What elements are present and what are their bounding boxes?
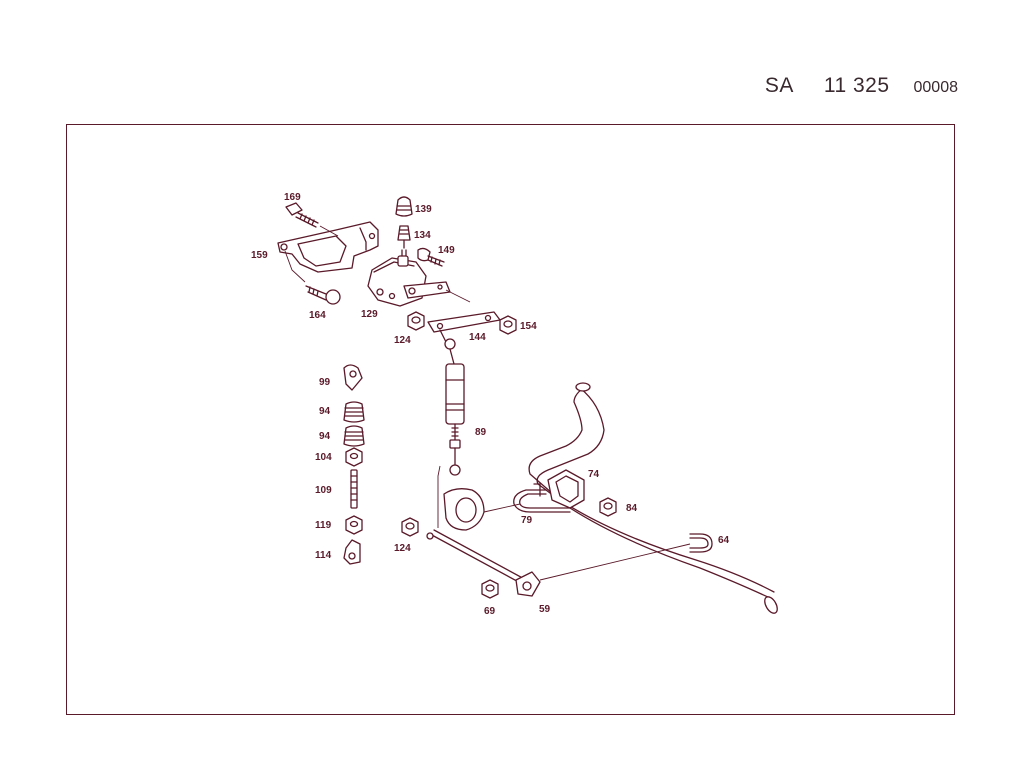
header-group-number: 11 325 bbox=[823, 74, 890, 97]
callout-label: 124 bbox=[394, 335, 411, 346]
u-bolt-part bbox=[689, 533, 713, 553]
nut-part bbox=[407, 311, 425, 331]
bearing-bush-part bbox=[547, 469, 585, 509]
callout-label: 124 bbox=[394, 543, 411, 554]
joint-part bbox=[343, 364, 363, 391]
callout-label: 74 bbox=[588, 469, 600, 480]
callout-label: 69 bbox=[484, 606, 496, 617]
callout-label: 134 bbox=[414, 230, 431, 241]
callout-label: 114 bbox=[315, 550, 332, 561]
drawing-header: SA 11 325 00008 bbox=[765, 74, 958, 98]
bolt-part bbox=[305, 285, 341, 305]
callout-label: 149 bbox=[438, 245, 455, 256]
callout-label: 84 bbox=[626, 503, 638, 514]
nut-part bbox=[481, 579, 499, 599]
callout-label: 129 bbox=[361, 309, 378, 320]
bolt-part bbox=[285, 202, 339, 237]
callout-label: 164 bbox=[309, 310, 326, 321]
link-rod-part bbox=[426, 529, 691, 597]
callout-label: 94 bbox=[319, 431, 331, 442]
screw-part bbox=[417, 247, 445, 267]
header-reference: 00008 bbox=[913, 79, 959, 96]
threaded-stud-part bbox=[350, 469, 358, 509]
callout-label: 144 bbox=[469, 332, 486, 343]
callout-label: 119 bbox=[315, 520, 332, 531]
bracket-part bbox=[277, 221, 379, 283]
callout-label: 159 bbox=[251, 250, 268, 261]
stabilizer-bar-part bbox=[528, 382, 778, 614]
callout-label: 99 bbox=[319, 377, 331, 388]
nut-part bbox=[599, 497, 617, 517]
callout-label: 89 bbox=[475, 427, 487, 438]
nut-part bbox=[401, 517, 419, 537]
level-sensor-part bbox=[367, 249, 451, 307]
lever-part bbox=[427, 311, 501, 343]
callout-label: 139 bbox=[415, 204, 432, 215]
callout-label: 154 bbox=[520, 321, 537, 332]
rubber-bush-part bbox=[343, 401, 365, 423]
nut-part bbox=[499, 315, 517, 335]
callout-label: 64 bbox=[718, 535, 730, 546]
callout-label: 169 bbox=[284, 192, 301, 203]
rubber-bush-part bbox=[343, 425, 365, 447]
callout-label: 94 bbox=[319, 406, 331, 417]
cap-part bbox=[395, 196, 413, 217]
header-prefix: SA bbox=[764, 74, 794, 97]
fitting-part bbox=[397, 225, 411, 249]
ball-joint-part bbox=[343, 539, 361, 565]
callout-label: 79 bbox=[521, 515, 533, 526]
connecting-rod-part bbox=[437, 338, 465, 528]
callout-label: 109 bbox=[315, 485, 332, 496]
nut-part bbox=[345, 515, 363, 535]
nut-part bbox=[345, 447, 363, 467]
diagram-frame bbox=[66, 124, 955, 715]
callout-label: 59 bbox=[539, 604, 551, 615]
rubber-mount-part bbox=[443, 488, 521, 531]
callout-label: 104 bbox=[315, 452, 332, 463]
